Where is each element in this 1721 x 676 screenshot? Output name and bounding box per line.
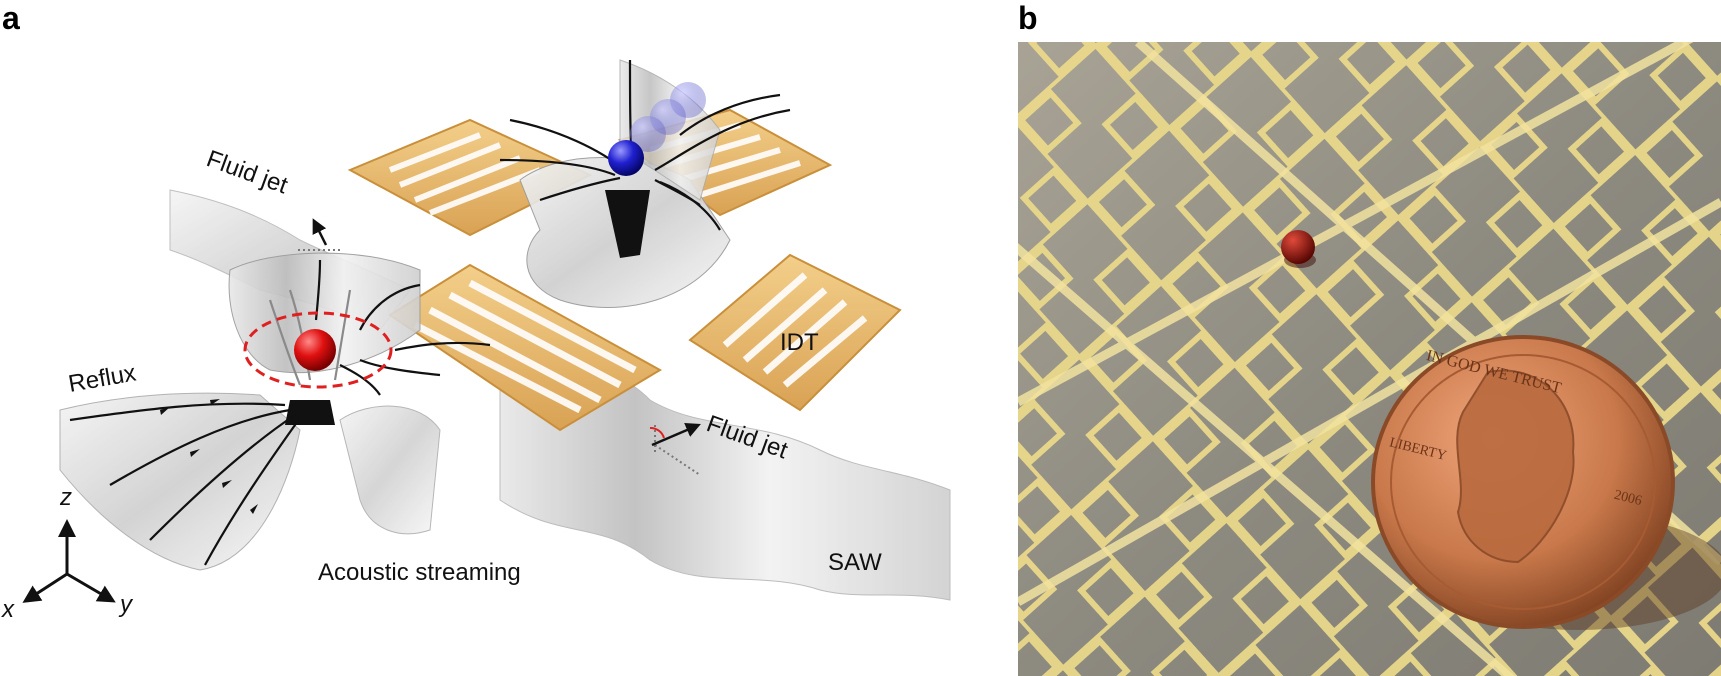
panel-b-letter: b bbox=[1018, 0, 1038, 36]
idt-right bbox=[688, 253, 902, 412]
left-vortex-funnel bbox=[59, 392, 301, 571]
panel-a-letter: a bbox=[2, 0, 20, 36]
saw-wave-surface bbox=[499, 369, 951, 601]
blue-sphere-ghost-3 bbox=[630, 116, 666, 152]
label-idt: IDT bbox=[780, 329, 819, 356]
idt-top-left bbox=[347, 118, 593, 237]
panel-b-photo: IN GOD WE TRUST LIBERTY 2006 bbox=[1018, 42, 1721, 676]
axes-triad bbox=[22, 519, 116, 603]
droplet bbox=[1281, 230, 1315, 264]
trapping-region-ellipse bbox=[243, 311, 393, 389]
axis-label-y: y bbox=[118, 591, 134, 618]
axis-label-z: z bbox=[59, 484, 72, 511]
coin-year: 2006 bbox=[1612, 488, 1643, 509]
axis-label-x: x bbox=[1, 596, 15, 623]
idt-center bbox=[388, 263, 663, 432]
label-reflux: Reflux bbox=[66, 360, 138, 398]
label-fluid-jet-top: Fluid jet bbox=[203, 145, 292, 199]
label-acoustic-streaming: Acoustic streaming bbox=[318, 559, 521, 586]
blue-sphere bbox=[608, 140, 644, 176]
label-saw: SAW bbox=[828, 549, 882, 576]
panel-a-diagram: Fluid jet Fluid jet Reflux IDT Acoustic … bbox=[1, 59, 951, 623]
red-sphere bbox=[294, 329, 336, 371]
